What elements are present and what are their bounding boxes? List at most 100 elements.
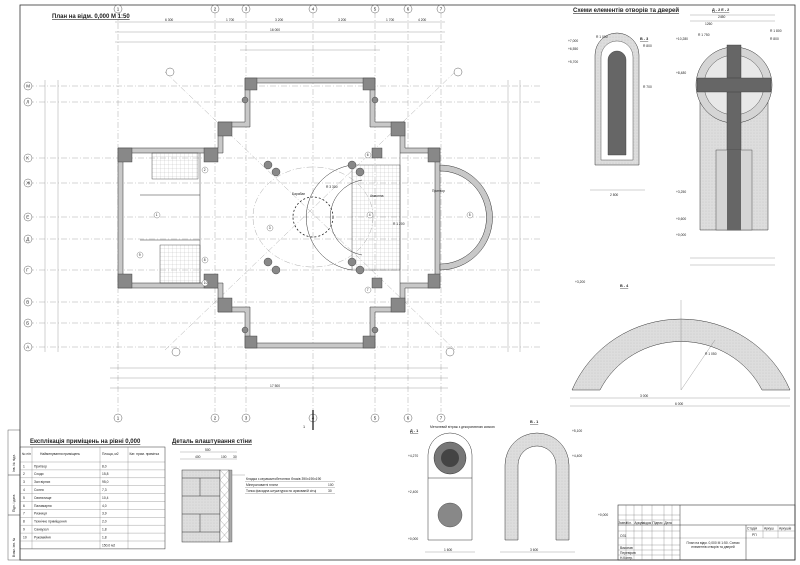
room-number: 5 [469, 213, 471, 217]
sheet-frame [19, 4, 796, 561]
openings-schemes: Схеми елементів отворів та дверей В - 3 … [408, 7, 791, 553]
wall-layer-value: 30 [328, 489, 332, 493]
top-dimensions: 6 300 1 700 3 200 3 200 1 700 4 200 16 0… [44, 18, 521, 389]
plan-title: План на відм. 0,000 М 1:50 [52, 14, 130, 20]
v3-level-1: +7,000 [568, 39, 578, 43]
column-axis-bubble [403, 413, 413, 423]
column-axis-bubble [308, 4, 318, 14]
column-axis-bubble [370, 413, 380, 423]
column-axis-label: 6 [407, 7, 410, 12]
wall-detail-title: Деталь влаштування стіни [172, 439, 252, 445]
table-total: 150,0 м2 [102, 543, 115, 547]
row-axis-label: Д [26, 237, 29, 242]
row-axis-bubble [23, 212, 33, 222]
dim-top-2: 1 700 [226, 18, 234, 22]
tb-level-mark: +0,000 [598, 513, 608, 517]
v3-width: 2 800 [610, 193, 618, 197]
d1-width: 1 600 [444, 548, 452, 552]
v3-radius-2: R 800 [643, 44, 652, 48]
tb-sheet-title: План на відм. 0,000 М 1:50. Схеми елемен… [686, 541, 740, 549]
d2e2-level-2: +8,480 [676, 71, 686, 75]
tb-col-header: №док [642, 521, 651, 525]
d1-title: Д - 1 [410, 429, 418, 433]
window-v4: В - 4 R 1 050 +3,200 3 000 6 000 [570, 280, 791, 407]
room-number-circle [201, 256, 209, 264]
label-porch: Притвор [432, 189, 445, 193]
wall-layer-text: Кладка з керамзитобетонних блоків 390х19… [246, 477, 321, 481]
room-number: 2 [204, 168, 206, 172]
d1-level-3: +0,000 [408, 537, 418, 541]
room-number-circle [153, 211, 161, 219]
table-header: № п/п [22, 452, 31, 456]
d2e2-level-4: +0,600 [676, 217, 686, 221]
room-number-circle [136, 251, 144, 259]
row-axis-bubble [23, 81, 33, 91]
wall-layer-value: 100 [328, 483, 334, 487]
table-cell: 4 [23, 488, 25, 492]
row-axis-label: А [26, 345, 29, 350]
tiled-floor [159, 244, 201, 284]
row-axis-bubble [23, 342, 33, 352]
dim-top-3: 3 200 [275, 18, 283, 22]
row-axis-label: Л [26, 100, 29, 105]
tb-col-header: Кіл. [626, 521, 632, 525]
room-number-circle [466, 211, 474, 219]
column-axis-label: 3 [245, 416, 248, 421]
wall-detail: Деталь влаштування стіни 500 400 100 30 … [172, 439, 335, 543]
plan-axes: 11223344556677МЛКЖЕДГВБА [23, 4, 540, 423]
table-cell: 9 [23, 528, 25, 532]
table-cell: 7 [23, 512, 25, 516]
central-drum [292, 196, 334, 238]
wall-layer-text: Тонка фасадна штукатурка по армованій сі… [246, 489, 317, 493]
column-axis-label: 7 [440, 7, 443, 12]
rooms-table: Експлікація приміщень на рівні 0,000 № п… [19, 439, 166, 550]
table-cell: Паламарня [34, 504, 52, 508]
table-header: Найменування приміщень [40, 452, 80, 456]
dim-top-4: 3 200 [338, 18, 346, 22]
column-axis-label: 4 [312, 7, 315, 12]
stamp-sign: Підп. і дата [12, 495, 16, 512]
tb-sheets-h: Аркушів [779, 527, 792, 531]
column-axis-bubble [241, 413, 251, 423]
table-cell: Технічне приміщення [34, 520, 67, 524]
d1-note: Металевий вітраж з декоративною ковкою [430, 425, 495, 429]
d2e2-level-5: +0,000 [676, 233, 686, 237]
column-axis-bubble [113, 4, 123, 14]
tb-role-2: Перевірив [620, 551, 636, 555]
window-v1: В - 1 +5,100 +4,400 3 600 [500, 420, 582, 553]
table-cell: 3 [23, 480, 25, 484]
v1-level-1: +5,100 [572, 429, 582, 433]
d2e2-top-dim-2: 1260 [705, 22, 713, 26]
row-axis-bubble [23, 153, 33, 163]
row-axis-bubble [23, 318, 33, 328]
room-number-circle [364, 286, 372, 294]
v4-half-width: 3 000 [640, 394, 648, 398]
table-cell: Солея [34, 488, 44, 492]
wall-dim-plaster: 30 [233, 455, 237, 459]
column-axis-label: 7 [440, 416, 443, 421]
tb-code: ОЗ1 [620, 534, 627, 538]
row-axis-label: К [26, 156, 29, 161]
table-cell: 15,8 [102, 472, 109, 476]
row-axis-bubble [23, 97, 33, 107]
v3-level-2: +6,550 [568, 47, 578, 51]
tb-sheet-h: Аркуш [764, 527, 774, 531]
row-axis-bubble [23, 234, 33, 244]
table-cell: 1 [23, 464, 25, 468]
v3-radius-1: R 1 000 [596, 35, 608, 39]
tb-col-header: Дата [664, 521, 671, 525]
room-number: 3 [269, 226, 271, 230]
window-v3: В - 3 +7,000 +6,550 +5,700 R 1 000 R 800… [568, 32, 652, 197]
room-number: 9 [139, 253, 141, 257]
column-axis-bubble [436, 4, 446, 14]
table-cell: Санвузол [34, 528, 49, 532]
v4-width: 6 000 [675, 402, 683, 406]
column-axis-bubble [210, 413, 220, 423]
